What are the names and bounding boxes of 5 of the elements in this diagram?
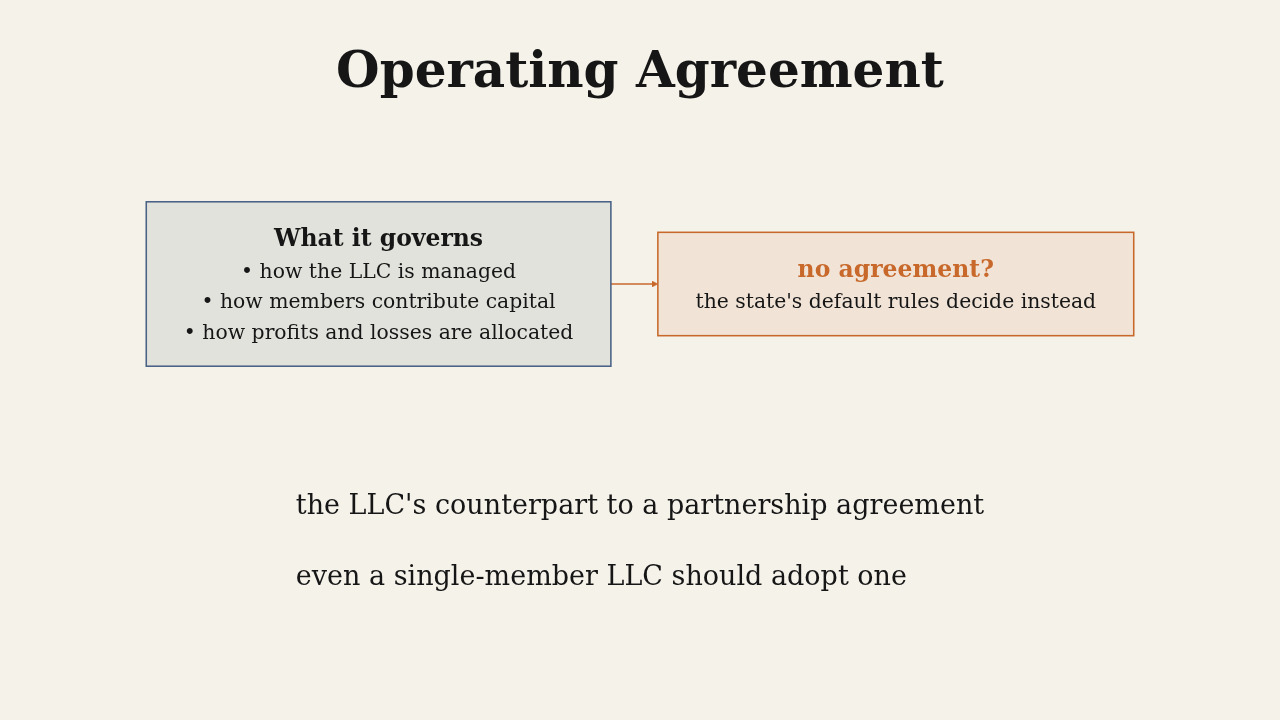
note-text: the LLC's counterpart to a partnership agreement	[295, 489, 985, 520]
node-box: What it governs • how the LLC is managed • how members contribute capital • how profits and losses are allocated	[145, 201, 612, 367]
title: Operating Agreement	[336, 40, 944, 99]
note-text: even a single-member LLC should adopt one	[295, 560, 908, 591]
node-box: no agreement? the state's default rules decide instead	[657, 231, 1135, 337]
